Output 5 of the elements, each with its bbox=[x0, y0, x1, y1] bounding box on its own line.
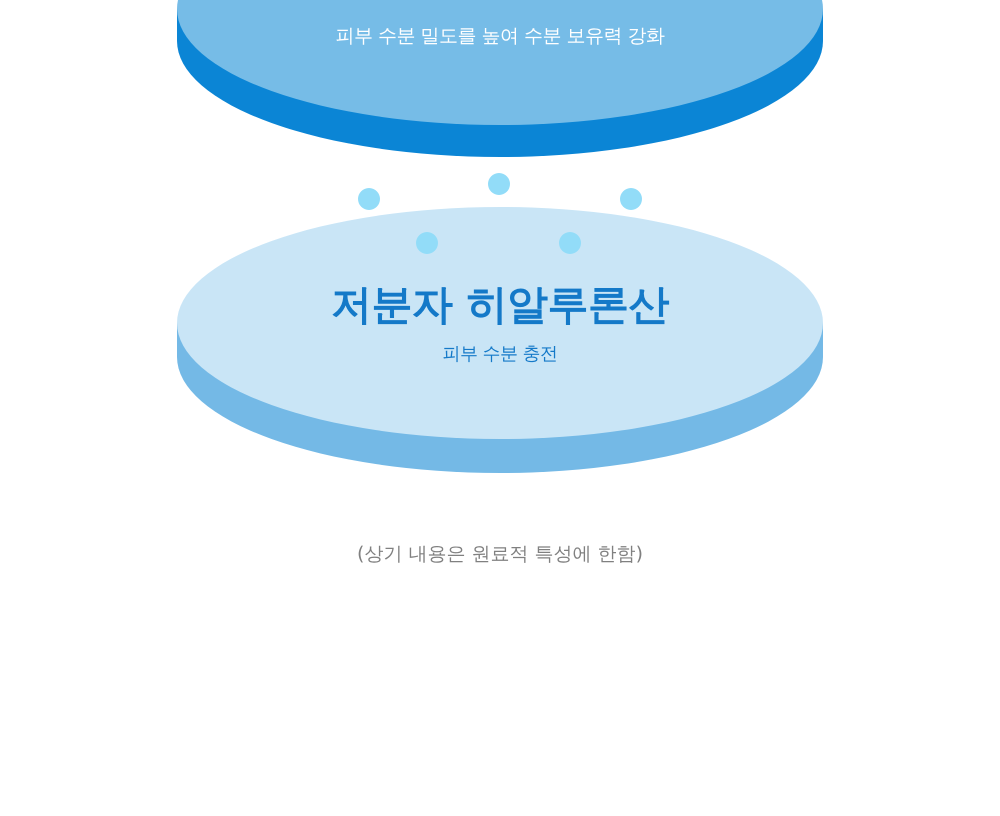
disc bbox=[177, 207, 823, 473]
disc-subtitle: 피부 수분 충전 bbox=[442, 344, 558, 366]
footnote: (상기 내용은 원료적 특성에 한함) bbox=[357, 544, 643, 566]
disc-heading: 저분자 히알루론산 bbox=[331, 281, 669, 329]
disc-subtitle: 피부 수분 밀도를 높여 수분 보유력 강화 bbox=[335, 26, 665, 48]
